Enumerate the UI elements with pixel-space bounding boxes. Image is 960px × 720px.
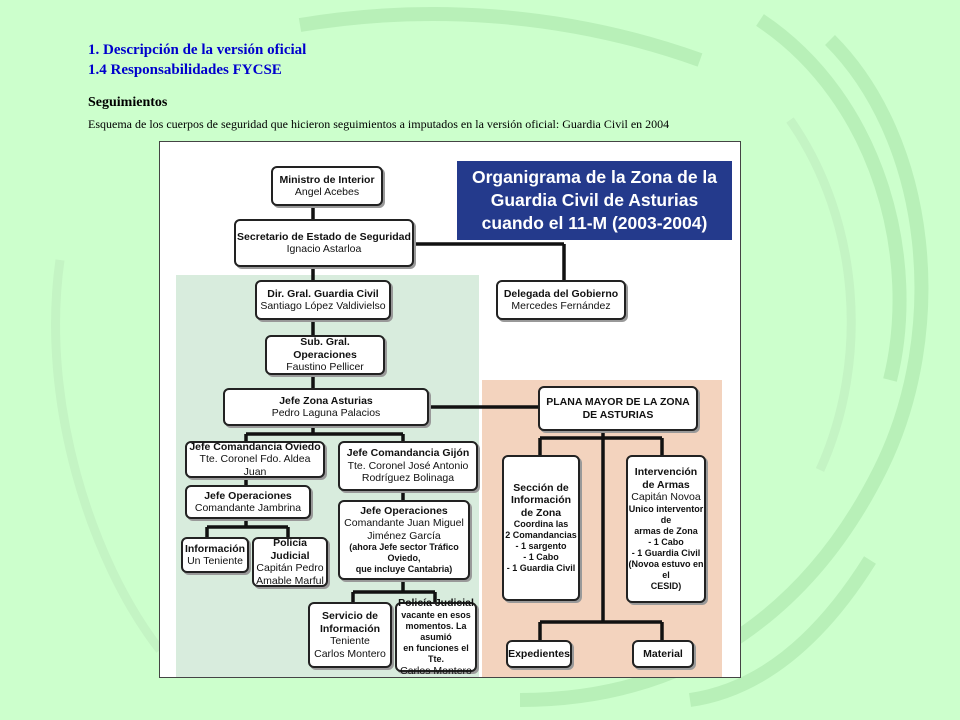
- node-title: Dir. Gral. Guardia Civil: [267, 287, 379, 300]
- node-name: Carlos Montero: [400, 664, 472, 677]
- node-name: Pedro Laguna Palacios: [271, 407, 381, 419]
- node-title: Policía Judicial: [398, 597, 474, 609]
- node-ministro: Ministro de Interior Angel Acebes: [271, 166, 383, 206]
- node-name: Comandante Juan Miguel: [344, 517, 464, 530]
- node-title: Policía Judicial: [270, 537, 310, 562]
- node-name: Faustino Pellicer: [286, 361, 364, 374]
- node-title: Información: [319, 622, 381, 635]
- node-note: - 1 Guardia Civil: [506, 563, 576, 574]
- node-title: Jefe Comandancia Oviedo: [189, 440, 321, 453]
- node-name: Amable Marful: [256, 574, 324, 587]
- node-title: de Zona: [520, 506, 562, 519]
- node-name: Tte. Coronel José Antonio: [347, 459, 469, 472]
- node-title: Jefe Zona Asturias: [279, 394, 373, 407]
- node-name: Capitán Pedro: [256, 562, 324, 574]
- diagram-title-line: Guardia Civil de Asturias: [490, 190, 699, 210]
- diagram-title-line: Organigrama de la Zona de la: [471, 167, 718, 187]
- org-chart-figure: Organigrama de la Zona de la Guardia Civ…: [159, 141, 741, 678]
- node-note: armas de Zona: [634, 525, 698, 536]
- subsection-heading: 1.4 Responsabilidades FYCSE: [88, 62, 282, 78]
- node-note: Coordina las: [513, 519, 569, 530]
- node-name: Angel Acebes: [294, 186, 360, 198]
- node-material: Material: [632, 640, 694, 668]
- node-title: Información: [184, 542, 246, 555]
- node-note: - 1 Cabo: [648, 536, 684, 547]
- node-title: Jefe Operaciones: [360, 504, 448, 517]
- figure-caption: Esquema de los cuerpos de seguridad que …: [88, 117, 670, 131]
- node-note: - 1 Cabo: [523, 552, 559, 563]
- node-policia-judicial-oviedo: Policía Judicial Capitán Pedro Amable Ma…: [252, 537, 328, 587]
- node-title: Jefe Comandancia Gijón: [346, 447, 470, 460]
- node-expedientes: Expedientes: [506, 640, 572, 668]
- node-title: Servicio de: [321, 610, 379, 622]
- node-note: vacante en esos: [401, 609, 471, 620]
- node-director-guardia-civil: Dir. Gral. Guardia Civil Santiago López …: [255, 280, 391, 320]
- node-note: - 1 Guardia Civil: [631, 547, 701, 558]
- node-intervencion-armas: Intervención de Armas Capitán Novoa Unic…: [626, 455, 706, 603]
- node-title: Delegada del Gobierno: [503, 287, 619, 300]
- node-name: Capitán Novoa: [631, 491, 701, 504]
- diagram-title: Organigrama de la Zona de la Guardia Civ…: [457, 161, 732, 240]
- diagram-title-line: cuando el 11-M (2003-2004): [481, 213, 708, 233]
- node-title: Material: [643, 647, 683, 660]
- node-title: Intervención: [634, 466, 698, 479]
- node-name: Comandante Jambrina: [194, 502, 302, 514]
- node-note: en funciones el Tte.: [403, 642, 469, 664]
- node-plana-mayor: PLANA MAYOR DE LA ZONA DE ASTURIAS: [538, 386, 698, 431]
- node-seccion-informacion: Sección de Información de Zona Coordina …: [502, 455, 580, 601]
- node-note: (ahora Jefe sector Tráfico Oviedo,: [349, 542, 459, 564]
- node-title: Información: [510, 494, 572, 507]
- node-title: Sección de: [513, 481, 569, 494]
- node-name: Rodríguez Bolinaga: [361, 472, 455, 485]
- node-jefe-zona: Jefe Zona Asturias Pedro Laguna Palacios: [223, 388, 429, 426]
- node-title: DE ASTURIAS: [582, 408, 654, 421]
- node-name: Ignacio Astarloa: [286, 243, 362, 255]
- node-note: Unico interventor de: [628, 503, 704, 525]
- node-name: Santiago López Valdivielso: [260, 300, 386, 312]
- node-note: 2 Comandancias: [505, 530, 577, 541]
- node-note: CESID): [650, 580, 682, 591]
- node-note: - 1 sargento: [515, 541, 567, 552]
- node-title: Sub. Gral. Operaciones: [293, 336, 357, 361]
- node-operaciones-oviedo: Jefe Operaciones Comandante Jambrina: [185, 485, 311, 519]
- section-heading: 1. Descripción de la versión oficial: [88, 42, 307, 58]
- node-name: Mercedes Fernández: [511, 300, 611, 312]
- node-title: Expedientes: [508, 647, 570, 660]
- node-name: Teniente: [330, 635, 370, 647]
- node-title: Jefe Operaciones: [204, 489, 292, 502]
- node-note: momentos. La asumió: [405, 620, 467, 642]
- node-delegada-gobierno: Delegada del Gobierno Mercedes Fernández: [496, 280, 626, 320]
- node-secretario: Secretario de Estado de Seguridad Ignaci…: [234, 219, 414, 267]
- node-title: de Armas: [642, 478, 690, 491]
- node-name: Tte. Coronel Fdo. Aldea Juan: [199, 453, 311, 478]
- node-title: PLANA MAYOR DE LA ZONA: [546, 396, 690, 408]
- node-title: Secretario de Estado de Seguridad: [237, 230, 411, 243]
- node-informacion-oviedo: Información Un Teniente: [181, 537, 249, 573]
- node-servicio-informacion-gijon: Servicio de Información Teniente Carlos …: [308, 602, 392, 668]
- node-comandancia-gijon: Jefe Comandancia Gijón Tte. Coronel José…: [338, 441, 478, 491]
- node-policia-judicial-gijon: Policía Judicial vacante en esos momento…: [395, 597, 477, 677]
- node-title: Ministro de Interior: [279, 173, 375, 186]
- node-name: Carlos Montero: [314, 647, 386, 660]
- node-note: (Novoa estuvo en el: [628, 558, 704, 580]
- node-subgral-operaciones: Sub. Gral. Operaciones Faustino Pellicer: [265, 335, 385, 375]
- node-name: Un Teniente: [187, 555, 243, 567]
- node-note: que incluye Cantabria): [355, 564, 453, 575]
- node-name: Jiménez García: [367, 529, 441, 542]
- node-operaciones-gijon: Jefe Operaciones Comandante Juan Miguel …: [338, 500, 470, 580]
- topic-heading: Seguimientos: [88, 95, 168, 110]
- connector-lines: [205, 205, 664, 640]
- node-comandancia-oviedo: Jefe Comandancia Oviedo Tte. Coronel Fdo…: [185, 441, 325, 478]
